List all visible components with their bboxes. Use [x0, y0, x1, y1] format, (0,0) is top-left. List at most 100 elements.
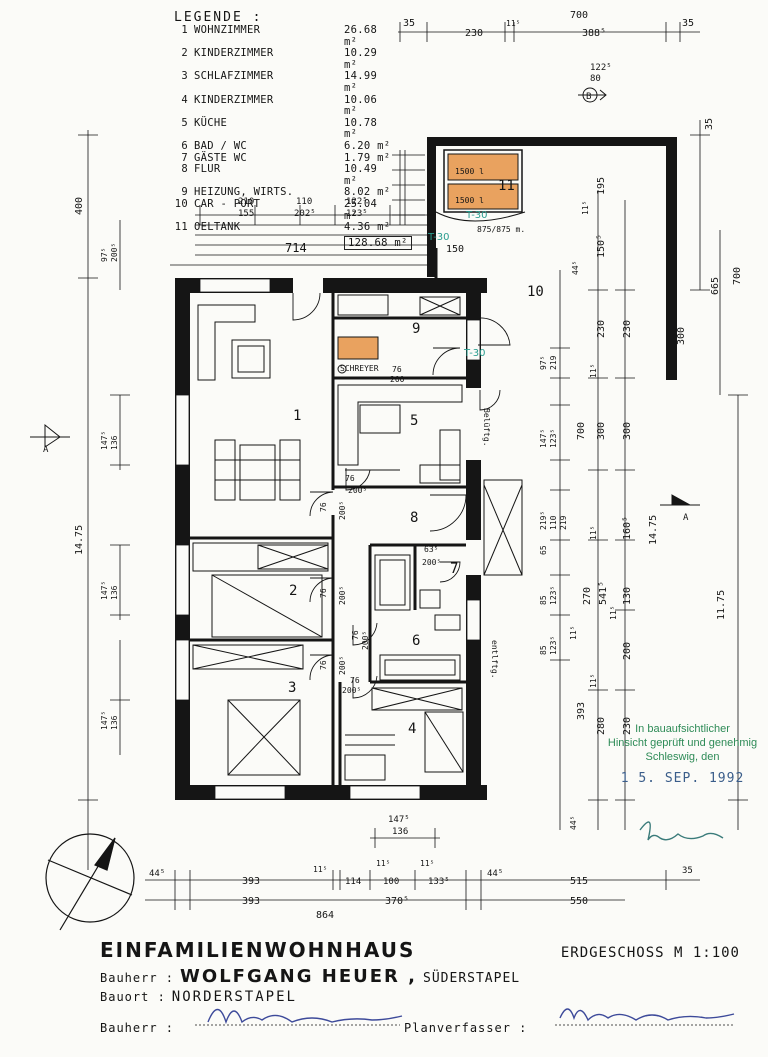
dim-text: 150⁵ [596, 234, 607, 258]
entlueftung-label: entlftg. [490, 640, 499, 679]
dim-text: 76 [319, 502, 328, 512]
legend-item-area: 10.29 m² [344, 47, 378, 71]
legend-item-area: 14.99 m² [344, 70, 378, 94]
legend-item-name: OELTANK [194, 221, 241, 234]
dim-text: 136 [392, 827, 408, 837]
legend-item-area: 6.20 m² [344, 139, 391, 152]
bauherr-label: Bauherr : [100, 971, 175, 985]
bauherr-name: WOLFGANG HEUER , [180, 966, 418, 987]
dim-text: 44⁵ [487, 869, 503, 879]
bedroom2-furniture [192, 542, 329, 638]
dim-text: 123⁵ [549, 429, 558, 448]
dim-text: 35 [682, 866, 693, 876]
dim-text: 44⁵ [569, 816, 578, 830]
dim-text: 200⁵ [338, 501, 347, 520]
dim-text: 76 [345, 474, 355, 483]
legend-item-name: SCHLAFZIMMER [194, 70, 274, 83]
schreyer-label: SCHREYER [340, 364, 379, 373]
dim-text: 76 [319, 588, 328, 598]
dim-text: 11⁵ [589, 526, 598, 540]
dim-text: 200⁵ [348, 486, 367, 495]
utility-furniture [337, 294, 461, 374]
bathroom-furniture [374, 554, 461, 681]
dim-text: 270 [582, 587, 593, 605]
door-label-875: 875/875 m. [477, 225, 525, 234]
legend-item-number: 7 [181, 151, 188, 164]
dim-text: 200⁵ [342, 686, 361, 695]
stamp-line-3: Schleswig, den [645, 751, 720, 763]
legend-item-name: KÜCHE [194, 116, 228, 129]
dim-text: 123⁵ [346, 209, 368, 219]
section-a-right: A [683, 513, 689, 523]
dim-text: 35 [403, 18, 415, 29]
dim-text: 195 [596, 177, 607, 195]
legend-item-number: 5 [181, 116, 188, 129]
living-room-furniture [197, 304, 301, 501]
dim-text: 97⁵ [100, 248, 109, 262]
doors [292, 292, 511, 699]
dim-text: 11⁵ [581, 201, 590, 215]
dim-text: 864 [316, 910, 334, 921]
dim-text: 280 [596, 717, 607, 735]
room-number-7: 7 [450, 561, 458, 577]
legend-item-number: 11 [174, 221, 188, 234]
dim-text: 160⁵ [622, 516, 633, 540]
dim-text: 123⁵ [549, 636, 558, 655]
t30-label-tank: T-30 [465, 210, 488, 221]
dim-text: 133⁵ [428, 877, 450, 887]
dim-text: 80 [590, 74, 601, 84]
dim-text: 11⁵ [420, 859, 434, 868]
belueftung-label: Belüftg. [482, 408, 491, 447]
approval-stamp: In bauaufsichtlicher Hinsicht geprüft un… [600, 722, 765, 786]
dim-text: 200⁵ [338, 586, 347, 605]
dim-text: 541⁵ [598, 581, 609, 605]
room-number-3: 3 [288, 680, 296, 696]
dim-text: 11⁵ [313, 865, 327, 874]
dim-text: 114 [345, 877, 361, 887]
legend-item-area: 10.06 m² [344, 93, 378, 118]
dim-text: 110 [549, 515, 558, 530]
dim-text: 230 [465, 28, 483, 39]
dim-text: 44⁵ [571, 261, 580, 275]
dim-text: 200⁵ [338, 656, 347, 675]
dim-text: 393 [576, 702, 587, 720]
dim-text: 202⁵ [294, 209, 316, 219]
stamp-signature [639, 821, 724, 841]
dim-text: 123⁵ [549, 586, 558, 605]
legend-item-area: 1.79 m² [344, 151, 391, 164]
legend-item-area: 4.36 m² [344, 221, 391, 234]
legend-item-name: FLUR [194, 163, 221, 176]
dim-text: 393 [242, 876, 260, 887]
dim-text: 76 [392, 365, 402, 374]
legend-item-number: 1 [181, 24, 188, 36]
bedroom3-furniture [192, 644, 304, 776]
dim-150: 150 [446, 244, 464, 255]
dim-text: 393 [242, 896, 260, 907]
legend-item: 5 KÜCHE 10.78 m² [170, 116, 412, 141]
tank-label-2: 1500 l [455, 196, 484, 205]
legend-item-name: KINDERZIMMER [194, 47, 274, 60]
floor-scale: ERDGESCHOSS M 1:100 [560, 945, 740, 961]
legend-item-area: 10.78 m² [344, 116, 378, 141]
dim-text: 136 [110, 715, 119, 730]
dimension-lines [78, 22, 748, 910]
dim-text: 665 [710, 277, 721, 295]
t30-label-utility: T-30 [463, 348, 486, 359]
dim-text: 230 [596, 320, 607, 338]
dim-text: 147⁵ [100, 711, 109, 730]
entry-step [483, 479, 523, 576]
dim-text: 14.75 [648, 515, 659, 545]
legend-item-name: GÄSTE WC [194, 151, 247, 164]
dim-text: 76 [350, 676, 360, 685]
dim-text: 63⁵ [424, 545, 438, 554]
stamp-line-2: Hinsicht geprüft und genehmig [607, 737, 758, 749]
dim-text: 76 [351, 630, 360, 640]
dim-text: 122⁵ [346, 197, 368, 207]
dim-text: 85 [539, 645, 548, 655]
title-block: EINFAMILIENWOHNHAUS ERDGESCHOSS M 1:100 … [100, 938, 740, 1035]
bauherr-place: SÜDERSTAPEL [423, 971, 521, 986]
legend-item-number: 2 [181, 47, 188, 60]
